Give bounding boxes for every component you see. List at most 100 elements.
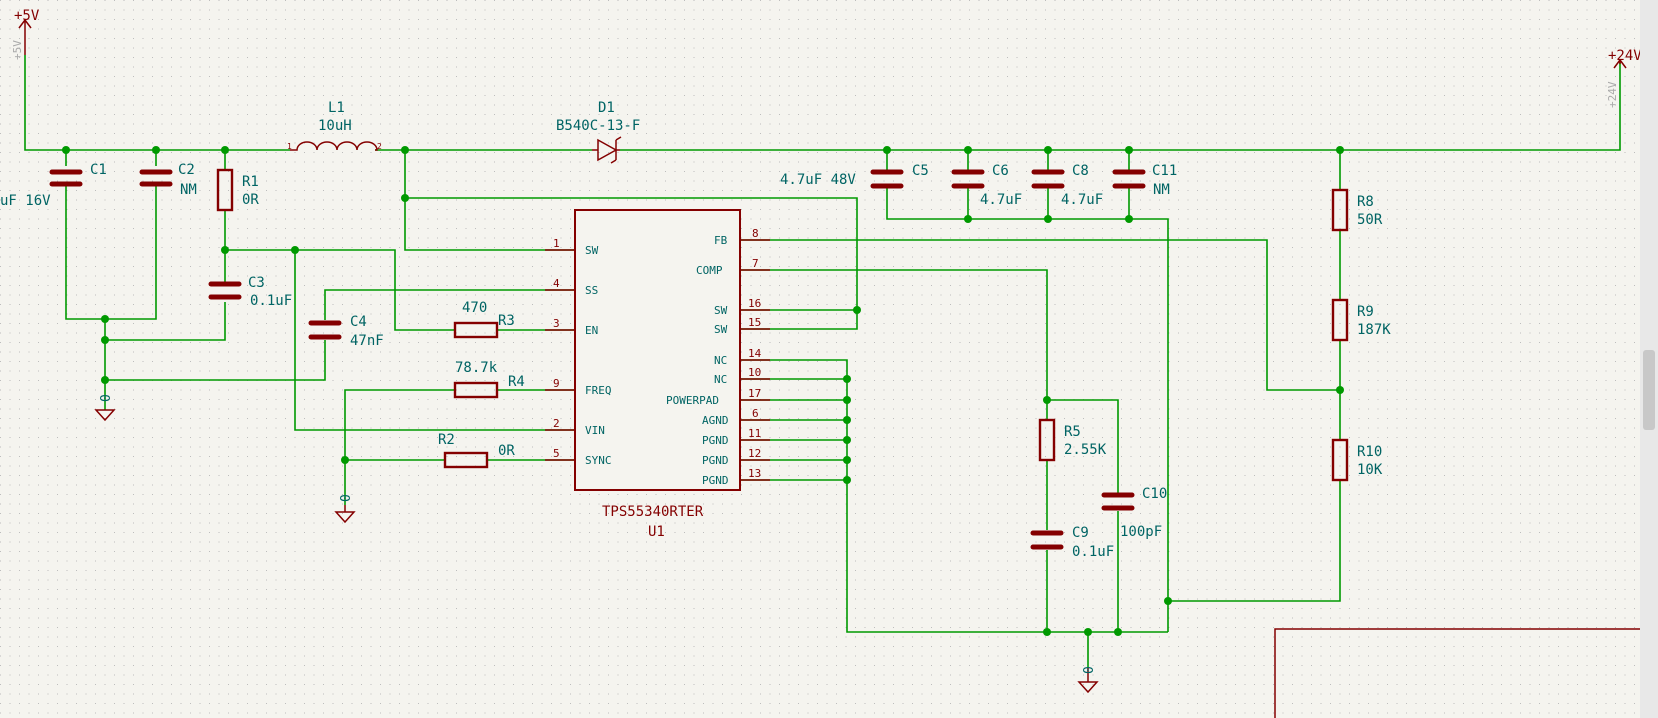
svg-text:C8: C8 xyxy=(1072,163,1089,179)
capacitor-c6[interactable]: C6 4.7uF xyxy=(951,163,1022,208)
junction-dots xyxy=(62,146,1344,636)
svg-text:SS: SS xyxy=(585,284,598,297)
ground-symbol-bottom[interactable]: 0 xyxy=(1077,666,1099,694)
sheet-border xyxy=(1274,628,1640,718)
svg-text:NC: NC xyxy=(714,354,727,367)
resistor-r8[interactable]: R8 50R xyxy=(1331,188,1383,232)
power-5v-symbol[interactable]: +5V +5V xyxy=(11,8,40,60)
resistor-r3[interactable]: 470 R3 xyxy=(453,300,515,339)
svg-text:U1: U1 xyxy=(648,524,665,540)
svg-text:2: 2 xyxy=(553,417,560,430)
svg-text:0: 0 xyxy=(1082,666,1097,674)
scrollbar-thumb[interactable] xyxy=(1643,350,1655,430)
svg-text:10uH: 10uH xyxy=(318,118,352,134)
svg-text:3: 3 xyxy=(553,317,560,330)
svg-text:2: 2 xyxy=(377,142,382,151)
svg-text:6: 6 xyxy=(752,407,759,420)
svg-text:R10: R10 xyxy=(1357,444,1382,460)
svg-text:FREQ: FREQ xyxy=(585,384,612,397)
svg-text:+5V: +5V xyxy=(11,40,24,60)
svg-text:15: 15 xyxy=(748,316,761,329)
svg-text:4.7uF 48V: 4.7uF 48V xyxy=(780,172,856,188)
svg-text:NC: NC xyxy=(714,373,727,386)
svg-text:AGND: AGND xyxy=(702,414,729,427)
svg-text:9: 9 xyxy=(553,377,560,390)
svg-text:+5V: +5V xyxy=(14,8,40,24)
svg-text:SW: SW xyxy=(585,244,599,257)
svg-text:TPS55340RTER: TPS55340RTER xyxy=(602,504,704,520)
svg-text:14: 14 xyxy=(748,347,762,360)
capacitor-c3[interactable]: C3 0.1uF xyxy=(208,275,292,309)
svg-text:R3: R3 xyxy=(498,313,515,329)
svg-text:PGND: PGND xyxy=(702,474,729,487)
svg-text:SW: SW xyxy=(714,304,728,317)
svg-text:uF 16V: uF 16V xyxy=(0,193,51,209)
capacitor-c4[interactable]: C4 47nF xyxy=(308,314,384,349)
svg-text:+24V: +24V xyxy=(1606,81,1619,108)
inductor-l1[interactable]: 1 2 L1 10uH xyxy=(287,100,382,151)
svg-text:R9: R9 xyxy=(1357,304,1374,320)
svg-text:VIN: VIN xyxy=(585,424,605,437)
ic-right-pins: FB 8 COMP 7 SW 16 SW 15 NC 14 NC 10 POWE… xyxy=(666,227,770,487)
svg-text:C2: C2 xyxy=(178,162,195,178)
svg-text:10: 10 xyxy=(748,366,761,379)
svg-text:8: 8 xyxy=(752,227,759,240)
svg-text:50R: 50R xyxy=(1357,212,1383,228)
svg-text:R1: R1 xyxy=(242,174,259,190)
resistor-r10[interactable]: R10 10K xyxy=(1331,438,1383,482)
svg-text:PGND: PGND xyxy=(702,434,729,447)
svg-text:SW: SW xyxy=(714,323,728,336)
svg-text:470: 470 xyxy=(462,300,487,316)
svg-text:R4: R4 xyxy=(508,374,525,390)
svg-text:C4: C4 xyxy=(350,314,367,330)
svg-text:NM: NM xyxy=(180,182,197,198)
svg-text:1: 1 xyxy=(553,237,560,250)
svg-text:2.55K: 2.55K xyxy=(1064,442,1107,458)
svg-text:0R: 0R xyxy=(242,192,259,208)
capacitor-c2[interactable]: C2 NM xyxy=(139,162,197,198)
svg-text:R2: R2 xyxy=(438,432,455,448)
svg-text:L1: L1 xyxy=(328,100,345,116)
ic-u1[interactable]: 1 SW 4 SS 3 EN 9 FREQ 2 VIN 5 SYNC FB xyxy=(545,209,770,540)
svg-text:0.1uF: 0.1uF xyxy=(250,293,292,309)
svg-text:0R: 0R xyxy=(498,443,515,459)
capacitor-c5[interactable]: C5 4.7uF 48V xyxy=(780,163,929,189)
capacitor-c1[interactable]: C1 uF 16V xyxy=(0,162,107,209)
ground-symbol-mid[interactable]: 0 xyxy=(334,494,356,524)
power-24v-symbol[interactable]: +24V +24V xyxy=(1606,48,1642,108)
svg-text:4.7uF: 4.7uF xyxy=(980,192,1022,208)
svg-text:D1: D1 xyxy=(598,100,615,116)
capacitor-c9[interactable]: C9 0.1uF xyxy=(1030,525,1114,560)
resistor-r4[interactable]: 78.7k R4 xyxy=(453,360,525,399)
svg-text:12: 12 xyxy=(748,447,761,460)
svg-text:R5: R5 xyxy=(1064,424,1081,440)
svg-text:100pF: 100pF xyxy=(1120,524,1162,540)
svg-text:C6: C6 xyxy=(992,163,1009,179)
svg-text:1: 1 xyxy=(287,142,292,151)
capacitor-c8[interactable]: C8 4.7uF xyxy=(1031,163,1103,208)
svg-text:POWERPAD: POWERPAD xyxy=(666,394,719,407)
resistor-r1[interactable]: R1 0R xyxy=(216,168,259,212)
svg-text:C9: C9 xyxy=(1072,525,1089,541)
svg-text:5: 5 xyxy=(553,447,560,460)
svg-text:7: 7 xyxy=(752,257,759,270)
svg-text:17: 17 xyxy=(748,387,761,400)
diode-d1[interactable]: D1 B540C-13-F xyxy=(556,100,640,164)
svg-text:13: 13 xyxy=(748,467,761,480)
capacitor-c11[interactable]: C11 NM xyxy=(1112,163,1177,198)
ic-left-pins: 1 SW 4 SS 3 EN 9 FREQ 2 VIN 5 SYNC xyxy=(545,237,612,467)
resistor-r2[interactable]: R2 0R xyxy=(438,432,515,469)
ground-symbol-left[interactable]: 0 xyxy=(94,394,116,422)
svg-text:0: 0 xyxy=(339,494,354,502)
resistor-r5[interactable]: R5 2.55K xyxy=(1038,418,1107,462)
svg-text:SYNC: SYNC xyxy=(585,454,612,467)
svg-text:0: 0 xyxy=(99,394,114,402)
resistor-r9[interactable]: R9 187K xyxy=(1331,298,1391,342)
svg-text:C5: C5 xyxy=(912,163,929,179)
svg-text:C1: C1 xyxy=(90,162,107,178)
capacitor-c10[interactable]: C10 100pF xyxy=(1101,486,1167,540)
svg-text:R8: R8 xyxy=(1357,194,1374,210)
svg-text:4.7uF: 4.7uF xyxy=(1061,192,1103,208)
wires xyxy=(24,55,1621,668)
